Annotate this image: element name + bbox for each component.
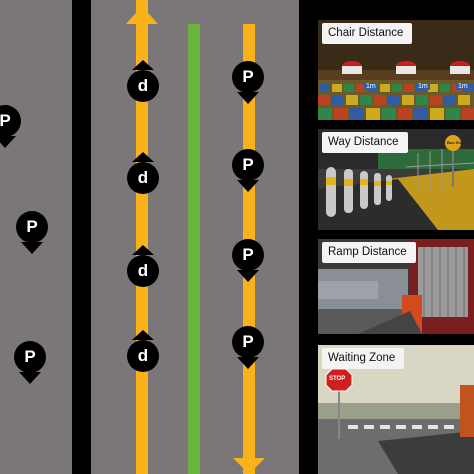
panel-ramp-distance: Ramp Distance bbox=[318, 239, 474, 334]
driver-marker: d bbox=[126, 60, 160, 104]
pedestrian-marker: P bbox=[231, 148, 265, 192]
bus-stop-sign: Bus Stop bbox=[447, 140, 465, 145]
pedestrian-marker: P bbox=[15, 210, 49, 254]
marker-letter: P bbox=[0, 111, 11, 130]
marker-letter: P bbox=[24, 347, 36, 366]
marker-letter: P bbox=[242, 332, 254, 351]
pedestrian-marker: P bbox=[231, 238, 265, 282]
panel-chair-distance: Chair Distance 1m 1m 1m bbox=[318, 20, 474, 120]
marker-letter: d bbox=[137, 261, 149, 280]
marker-letter: d bbox=[137, 168, 149, 187]
floor-tag: 1m bbox=[416, 83, 430, 90]
marker-letter: P bbox=[242, 155, 254, 174]
driver-marker: d bbox=[126, 152, 160, 196]
marker-letter: d bbox=[137, 76, 149, 95]
panel-label: Chair Distance bbox=[322, 23, 413, 44]
marker-letter: P bbox=[242, 245, 254, 264]
stop-sign-text: STOP bbox=[329, 376, 346, 382]
panel-label: Waiting Zone bbox=[322, 348, 405, 369]
floor-tag: 1m bbox=[364, 83, 378, 90]
panel-waiting-zone: Waiting Zone STOP bbox=[318, 345, 474, 474]
floor-tag: 1m bbox=[456, 83, 470, 90]
way-distance-scene bbox=[318, 129, 474, 230]
down-arrow-icon bbox=[233, 446, 265, 474]
marker-letter: P bbox=[26, 217, 38, 236]
panel-way-distance: Way Distance Bus Stop bbox=[318, 129, 474, 230]
pedestrian-marker: P bbox=[0, 104, 22, 148]
panel-label: Ramp Distance bbox=[322, 242, 416, 263]
marker-letter: P bbox=[242, 67, 254, 86]
pedestrian-marker: P bbox=[231, 325, 265, 369]
driver-marker: d bbox=[126, 245, 160, 289]
pedestrian-marker: P bbox=[13, 340, 47, 384]
driver-marker: d bbox=[126, 330, 160, 374]
marker-letter: d bbox=[137, 346, 149, 365]
panel-label: Way Distance bbox=[322, 132, 408, 153]
green-divider-line bbox=[188, 24, 200, 474]
up-arrow-icon bbox=[126, 6, 158, 36]
waiting-zone-scene bbox=[318, 345, 474, 474]
pedestrian-marker: P bbox=[231, 60, 265, 104]
